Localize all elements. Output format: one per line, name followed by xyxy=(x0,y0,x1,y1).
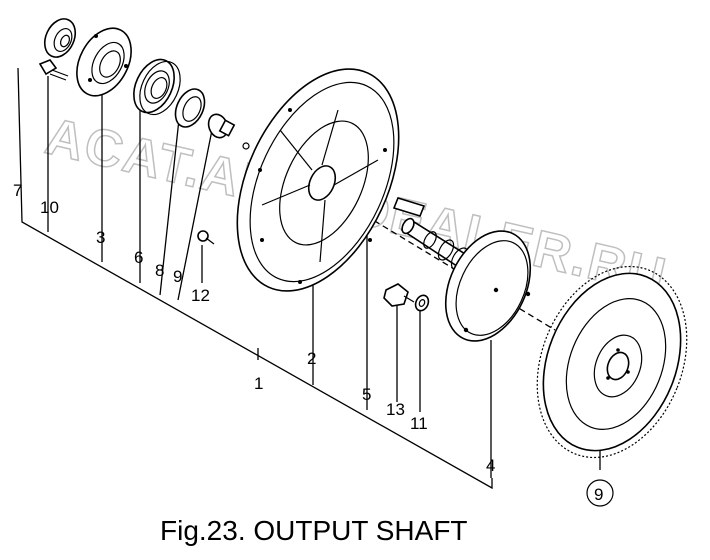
spacer-ring-icon xyxy=(174,88,206,128)
flywheel-icon xyxy=(536,265,688,507)
bolt-icon xyxy=(383,283,415,307)
bearing-housing-icon xyxy=(76,27,132,97)
oil-seal-icon xyxy=(43,18,77,58)
washer-icon xyxy=(414,294,430,312)
callout-4: 4 xyxy=(486,456,495,475)
callout-1: 1 xyxy=(254,374,263,393)
callout-9-upper: 9 xyxy=(173,267,182,286)
callout-3: 3 xyxy=(96,228,105,247)
hub-plate-icon xyxy=(444,230,532,342)
ball-bearing-icon xyxy=(133,58,181,116)
clutch-housing-icon xyxy=(236,68,400,292)
bolt-icon xyxy=(197,230,215,245)
callout-labels: 7 10 3 6 8 9 12 2 1 5 13 11 4 9 xyxy=(13,181,603,504)
plug-icon xyxy=(207,113,250,150)
callout-13: 13 xyxy=(386,400,405,419)
bolt-icon xyxy=(38,59,69,81)
callout-7: 7 xyxy=(13,181,22,200)
callout-5: 5 xyxy=(362,385,371,404)
callout-6: 6 xyxy=(134,248,143,267)
callout-10: 10 xyxy=(40,198,59,217)
callout-2: 2 xyxy=(307,349,316,368)
callout-11: 11 xyxy=(410,414,428,433)
callout-8: 8 xyxy=(155,261,164,280)
callout-12: 12 xyxy=(191,286,210,305)
callout-9-lower: 9 xyxy=(594,485,603,504)
figure-caption: Fig.23. OUTPUT SHAFT xyxy=(160,515,468,546)
key-icon xyxy=(392,197,426,217)
